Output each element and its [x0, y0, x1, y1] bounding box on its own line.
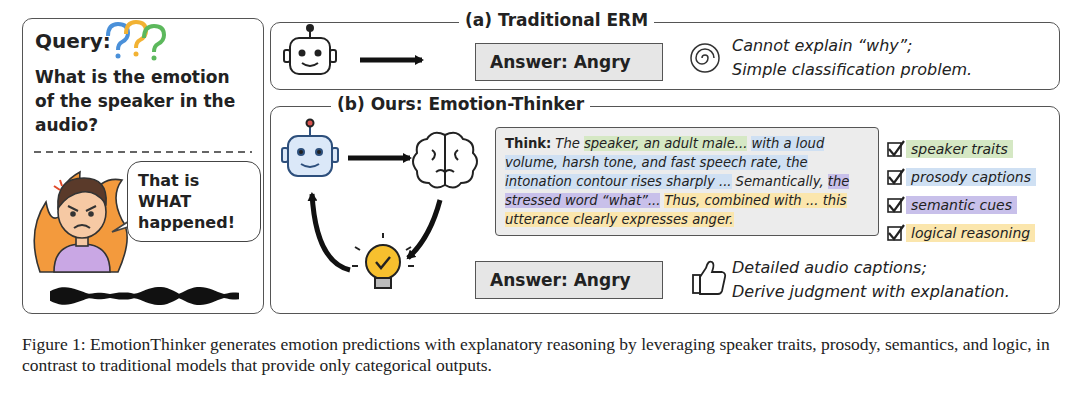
check-item: prosody captions — [906, 168, 1036, 186]
confused-icon — [691, 44, 719, 72]
bulb-icon — [376, 257, 390, 268]
bulb-icon — [352, 233, 414, 288]
check-item: speaker traits — [906, 140, 1013, 158]
node-text: (a) Traditional ERM — [459, 10, 654, 30]
node-text: The — [555, 136, 580, 151]
note-text: Derive judgment with explanation. — [732, 282, 1010, 301]
note-text: Simple classification problem. — [732, 60, 972, 79]
answer-box: Answer: Angry — [475, 43, 663, 81]
angry-person — [71, 212, 75, 216]
angry-person — [34, 172, 127, 272]
robot-icon — [290, 38, 330, 74]
arrow — [348, 156, 410, 161]
node-text: Semantically, — [736, 174, 824, 189]
check-icons — [889, 225, 904, 239]
query-panel: Query: What is the emotion of the speaker… — [22, 18, 264, 314]
thumb-icon — [700, 262, 725, 294]
arrow — [360, 58, 422, 63]
question-icon — [144, 26, 164, 52]
arrow — [408, 200, 440, 258]
confused-icon — [696, 49, 714, 64]
node-text: speaker, an adult male... — [584, 136, 748, 151]
question-icon — [116, 54, 121, 59]
question-icon — [152, 56, 157, 61]
robot-icon — [288, 136, 332, 176]
brain-icon — [413, 133, 445, 188]
robot-icon — [316, 149, 322, 155]
node-text: (b) Ours: Emotion-Thinker — [331, 94, 590, 114]
check-icons — [889, 169, 904, 183]
robot-icon — [302, 63, 318, 66]
robot-icon — [301, 164, 319, 167]
robot-icon — [307, 25, 313, 31]
bulb-icon — [375, 278, 391, 288]
node-text: Query: — [35, 29, 111, 53]
robot-icon — [298, 149, 304, 155]
node-text: What is the emotion of the speaker in th… — [35, 65, 240, 137]
caption: Figure 1: EmotionThinker generates emoti… — [22, 334, 1062, 376]
note-text: Detailed audio captions; — [732, 258, 927, 277]
node-text: Think: — [505, 136, 551, 151]
bulb-icon — [352, 233, 414, 266]
node-text: Answer: Angry — [490, 52, 631, 72]
separator — [34, 151, 252, 153]
speech-bubble: That is WHAT happened! — [127, 161, 261, 242]
angry-person — [74, 225, 90, 228]
angry-person — [54, 180, 62, 190]
answer-box: Answer: Angry — [475, 261, 663, 299]
confused-icon — [691, 44, 719, 72]
brain-icon — [445, 133, 477, 188]
thumb-icon — [693, 262, 725, 294]
brain-icon — [432, 150, 458, 172]
thumb-icon — [693, 275, 700, 293]
note-text: Cannot explain “why”; — [732, 36, 912, 55]
check-icons — [889, 141, 904, 155]
robot-icon — [284, 25, 336, 74]
angry-person — [68, 206, 96, 211]
robot-icon — [282, 148, 288, 162]
angry-person — [89, 212, 93, 216]
robot-icon — [307, 120, 314, 127]
bulb-icon — [366, 245, 400, 279]
robot-icon — [282, 120, 338, 177]
check-item: logical reasoning — [906, 224, 1035, 242]
brain-icon — [413, 133, 477, 188]
waveform — [50, 287, 239, 305]
node-text: That is WHAT happened! — [138, 170, 250, 233]
robot-icon — [300, 51, 305, 56]
robot-icon — [316, 51, 321, 56]
robot-icon — [330, 50, 336, 62]
robot-icon — [284, 50, 290, 62]
angry-person — [34, 172, 127, 272]
check-item: semantic cues — [906, 196, 1017, 214]
angry-person — [58, 178, 106, 208]
think-box: Think:Thespeaker, an adult male...with a… — [495, 127, 879, 236]
check-icons — [888, 141, 904, 240]
arrow — [312, 194, 350, 270]
question-icon — [134, 52, 139, 57]
robot-icon — [332, 148, 338, 162]
node-text: Answer: Angry — [490, 270, 631, 290]
angry-person — [54, 244, 110, 272]
erm-panel: (a) Traditional ERMAnswer: Angry — [270, 22, 1060, 90]
check-icons — [889, 197, 904, 211]
question-icon — [108, 22, 164, 61]
